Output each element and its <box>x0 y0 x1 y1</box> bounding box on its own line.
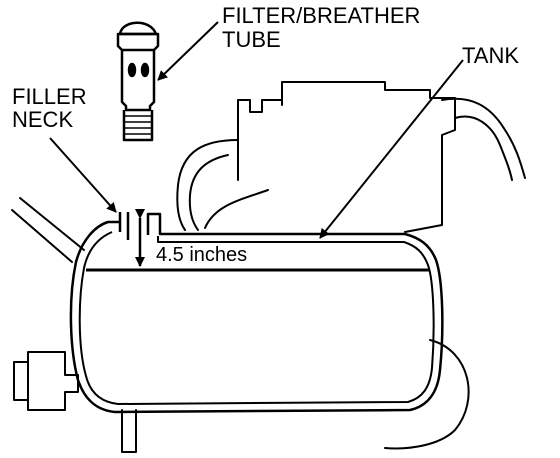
filter-hole-left <box>127 62 137 78</box>
filler-neck <box>118 212 130 240</box>
filter-cap <box>118 21 158 36</box>
engine-outline-left <box>237 99 283 181</box>
label-filter-line1: FILTER/BREATHER <box>222 3 421 28</box>
label-filler-line2: NECK <box>12 107 74 132</box>
pipe-left-b <box>188 154 229 231</box>
filter-hole-right <box>140 62 150 78</box>
drain-stub <box>121 409 137 453</box>
frame-rail-upper <box>11 209 73 263</box>
engine-outline <box>281 81 456 233</box>
motor-box <box>27 351 79 411</box>
label-measurement: 4.5 inches <box>156 244 248 266</box>
filter-thread-lines <box>124 115 152 135</box>
filter-thread <box>122 110 154 142</box>
hose-upper <box>441 97 526 179</box>
filter-body <box>116 32 160 112</box>
hose-lower <box>454 115 513 181</box>
label-filler-line1: FILLER <box>12 84 87 109</box>
pipe-left-c <box>204 189 269 229</box>
leader-filler <box>49 137 117 213</box>
tank-inner <box>78 231 435 405</box>
wheel <box>384 339 470 450</box>
leader-filter <box>157 21 219 81</box>
label-tank: TANK <box>462 43 520 68</box>
leader-tank <box>319 59 464 239</box>
tank-outer <box>69 212 444 414</box>
pipe-left-a <box>176 139 239 231</box>
frame-rail-lower <box>19 197 85 251</box>
label-filter-line2: TUBE <box>222 27 281 52</box>
motor-box-inner <box>13 361 29 401</box>
